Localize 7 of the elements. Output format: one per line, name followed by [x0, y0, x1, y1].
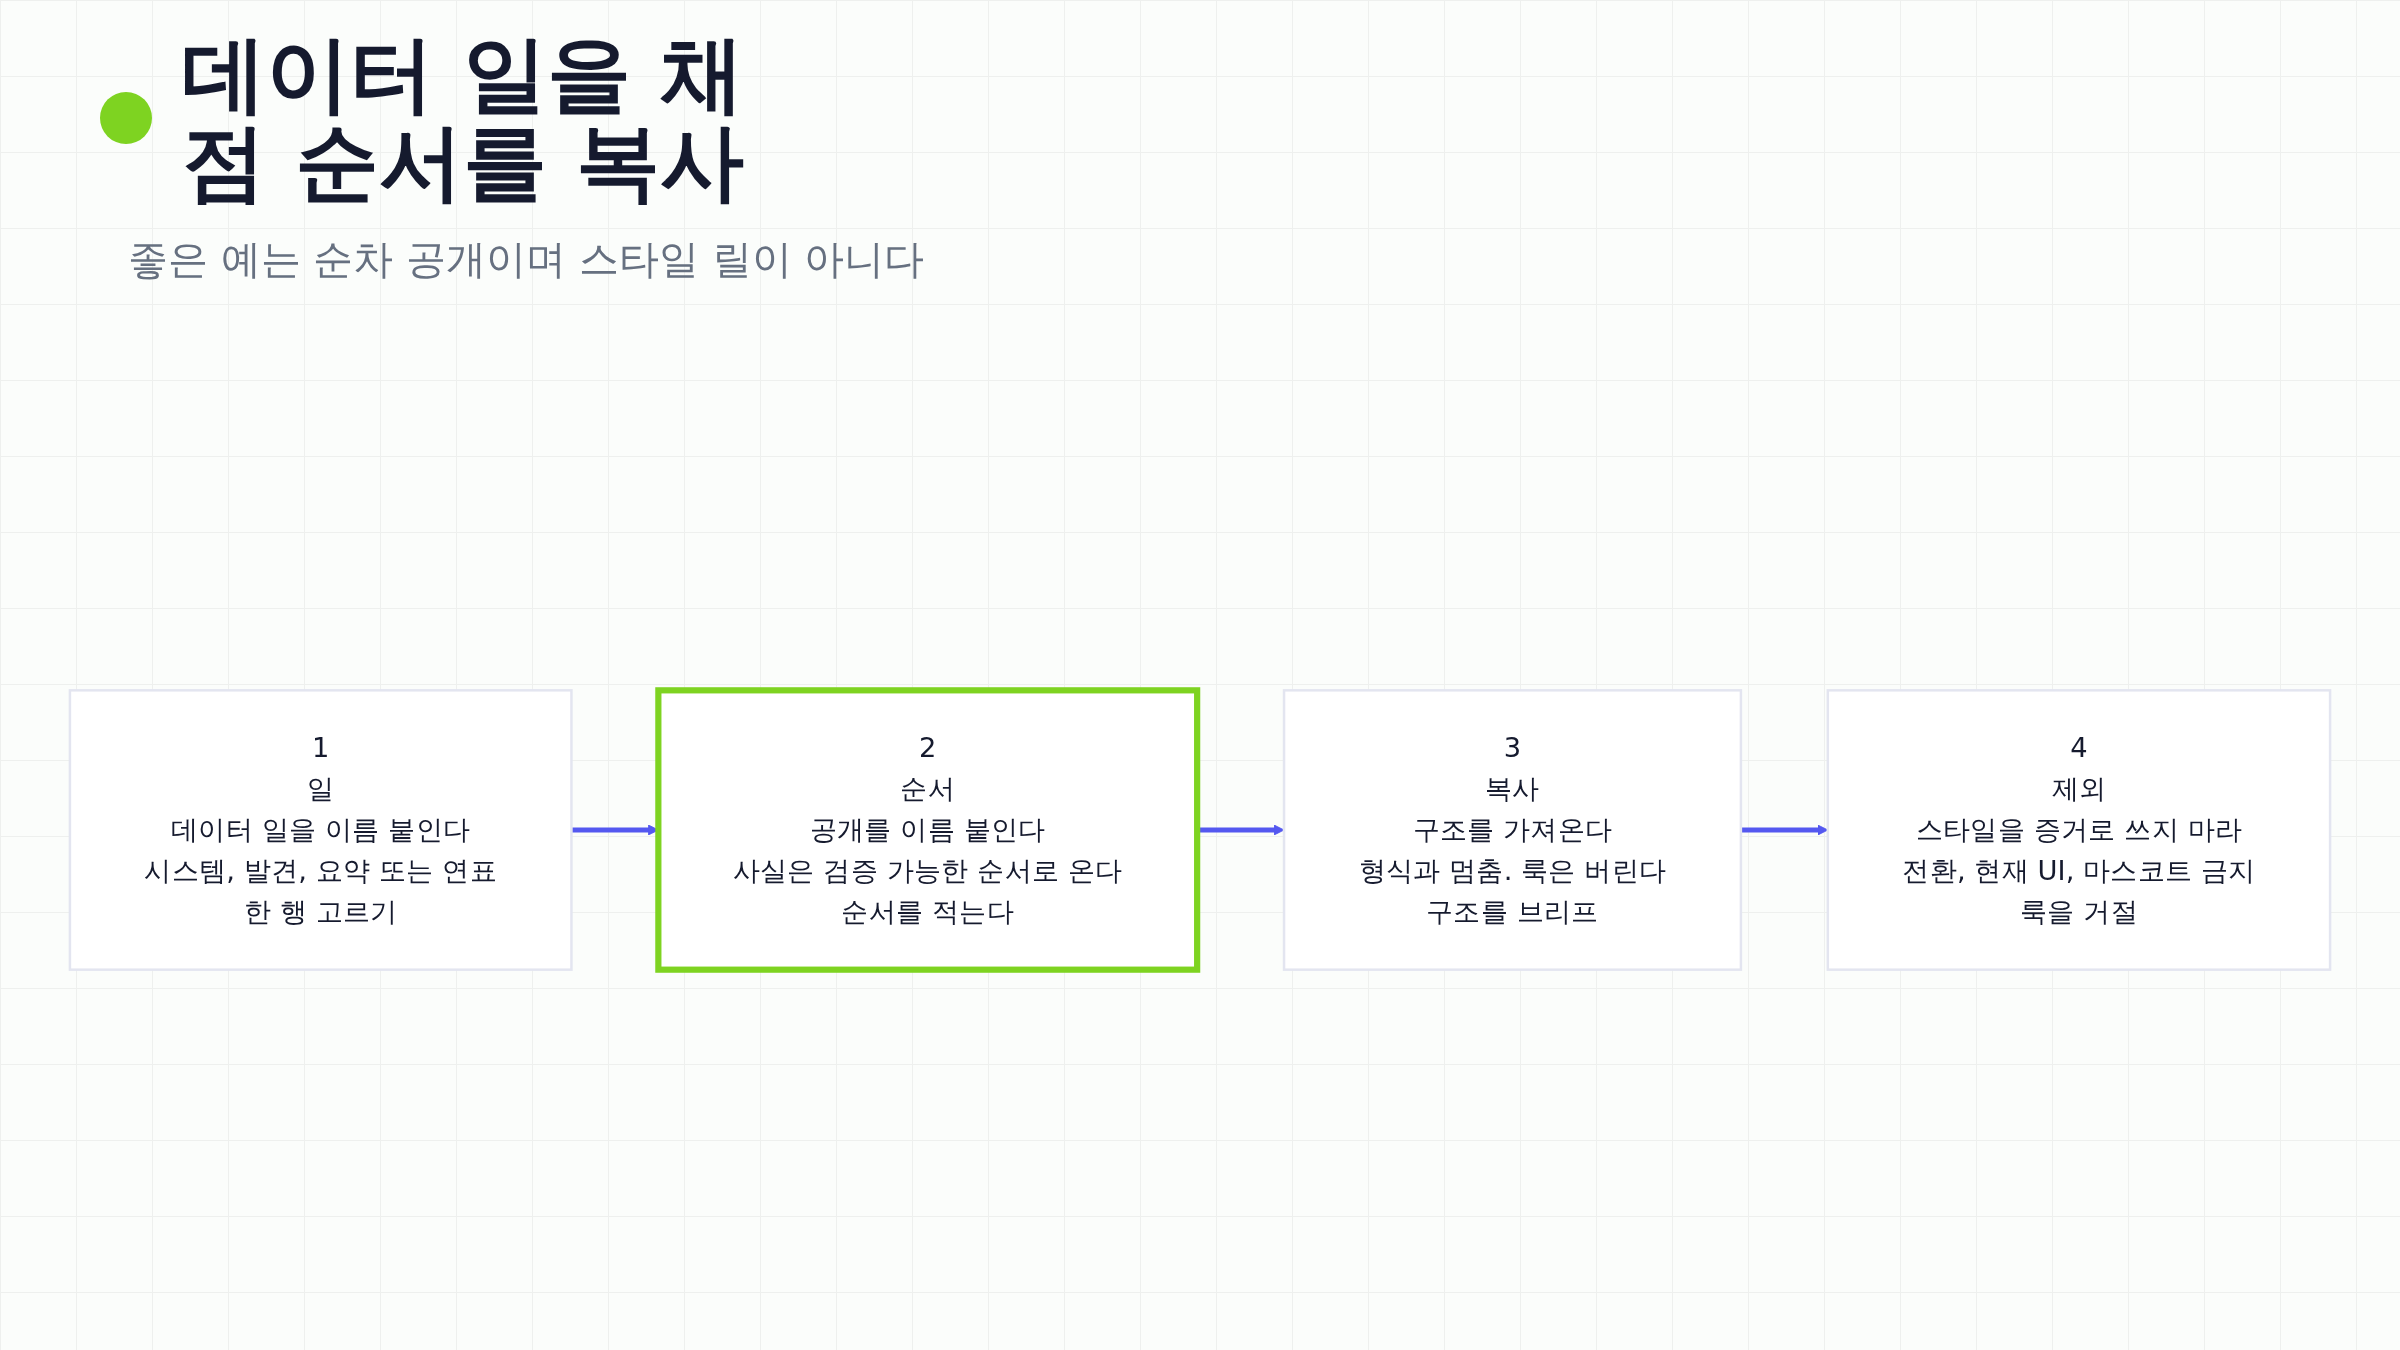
node-box: 2 순서 공개를 이름 붙인다 사실은 검증 가능한 순서로 온다 순서를 적는다	[655, 687, 1201, 973]
title: 데이터 일을 채점 순서를 복사	[182, 30, 746, 206]
node-box: 1 일 데이터 일을 이름 붙인다 시스템, 발견, 요약 또는 연표 한 행 고르기	[68, 689, 573, 971]
node-box: 3 복사 구조를 가져온다 형식과 멈춤. 룩은 버린다 구조를 브리프	[1282, 689, 1743, 971]
arrow	[1197, 824, 1285, 836]
node-box: 4 제외 스타일을 증거로 쓰지 마라 전환, 현재 UI, 마스코트 금지 룩을 거절	[1826, 689, 2332, 971]
subtitle: 좋은 예는 순차 공개이며 스타일 릴이 아니다	[128, 235, 925, 284]
